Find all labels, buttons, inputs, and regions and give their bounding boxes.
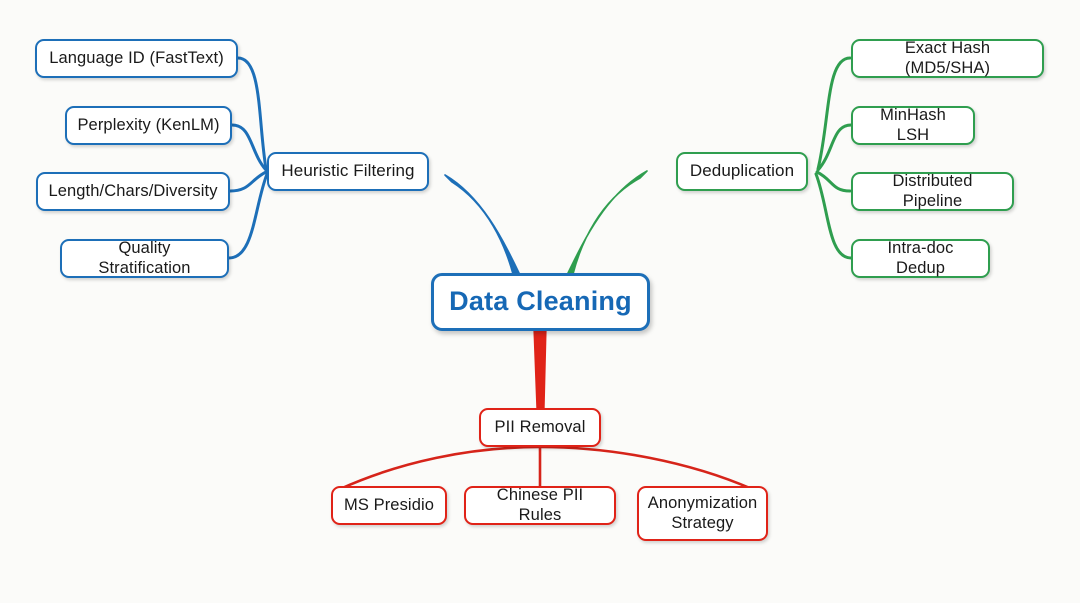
leaf-node-minhash-lsh-label: MinHash LSH — [880, 106, 946, 144]
edge-heuristic-language-id — [236, 56, 268, 171]
leaf-node-distributed-pipeline-label: Distributed Pipeline — [892, 172, 973, 210]
leaf-node-perplexity-label: Perplexity (KenLM) — [77, 115, 220, 134]
leaf-node-length-chars-diversity[interactable]: Length/Chars/Diversity — [36, 172, 230, 211]
leaf-node-distributed-pipeline[interactable]: Distributed Pipeline — [851, 172, 1014, 211]
branch-node-deduplication[interactable]: Deduplication — [676, 152, 808, 191]
leaf-node-intra-doc-dedup[interactable]: Intra-doc Dedup — [851, 239, 990, 278]
edge-heuristic-quality — [227, 172, 269, 260]
leaf-node-ms-presidio[interactable]: MS Presidio — [331, 486, 447, 525]
leaf-node-chinese-pii-rules-label: Chinese PII Rules — [496, 486, 584, 524]
edge-dedup-exact-hash — [816, 56, 852, 171]
edge-root-heuristic — [444, 174, 520, 275]
leaf-node-language-id-label: Language ID (FastText) — [49, 48, 224, 67]
edge-pii-ms-presidio — [338, 445, 542, 491]
leaf-node-language-id[interactable]: Language ID (FastText) — [35, 39, 238, 78]
leaf-node-quality-stratification[interactable]: Quality Stratification — [60, 239, 229, 278]
edge-dedup-distributed — [815, 170, 852, 193]
leaf-node-ms-presidio-label: MS Presidio — [343, 495, 435, 514]
leaf-node-intra-doc-dedup-label: Intra-doc Dedup — [887, 239, 954, 277]
edge-heuristic-perplexity — [230, 123, 268, 172]
leaf-node-chinese-pii-rules[interactable]: Chinese PII Rules — [464, 486, 616, 525]
edge-heuristic-length — [228, 170, 268, 193]
edge-root-deduplication — [567, 170, 648, 275]
edge-root-pii — [533, 330, 547, 412]
edge-pii-anonymization — [538, 445, 754, 491]
leaf-node-exact-hash[interactable]: Exact Hash (MD5/SHA) — [851, 39, 1044, 78]
root-node-data-cleaning[interactable]: Data Cleaning — [431, 273, 650, 331]
branch-node-pii-removal[interactable]: PII Removal — [479, 408, 601, 447]
root-node-label: Data Cleaning — [449, 286, 632, 317]
edge-dedup-intra-doc — [814, 172, 853, 260]
branch-node-heuristic-filtering[interactable]: Heuristic Filtering — [267, 152, 429, 191]
branch-node-heuristic-filtering-label: Heuristic Filtering — [281, 161, 415, 181]
leaf-node-anonymization-strategy[interactable]: Anonymization Strategy — [637, 486, 768, 541]
leaf-node-quality-stratification-label: Quality Stratification — [98, 239, 191, 277]
edge-dedup-minhash — [816, 123, 853, 172]
branch-node-deduplication-label: Deduplication — [689, 161, 795, 181]
leaf-node-perplexity[interactable]: Perplexity (KenLM) — [65, 106, 232, 145]
branch-node-pii-removal-label: PII Removal — [494, 417, 586, 436]
leaf-node-length-chars-diversity-label: Length/Chars/Diversity — [48, 181, 218, 200]
leaf-node-anonymization-strategy-label: Anonymization Strategy — [647, 494, 758, 532]
leaf-node-minhash-lsh[interactable]: MinHash LSH — [851, 106, 975, 145]
leaf-node-exact-hash-label: Exact Hash (MD5/SHA) — [904, 39, 991, 77]
